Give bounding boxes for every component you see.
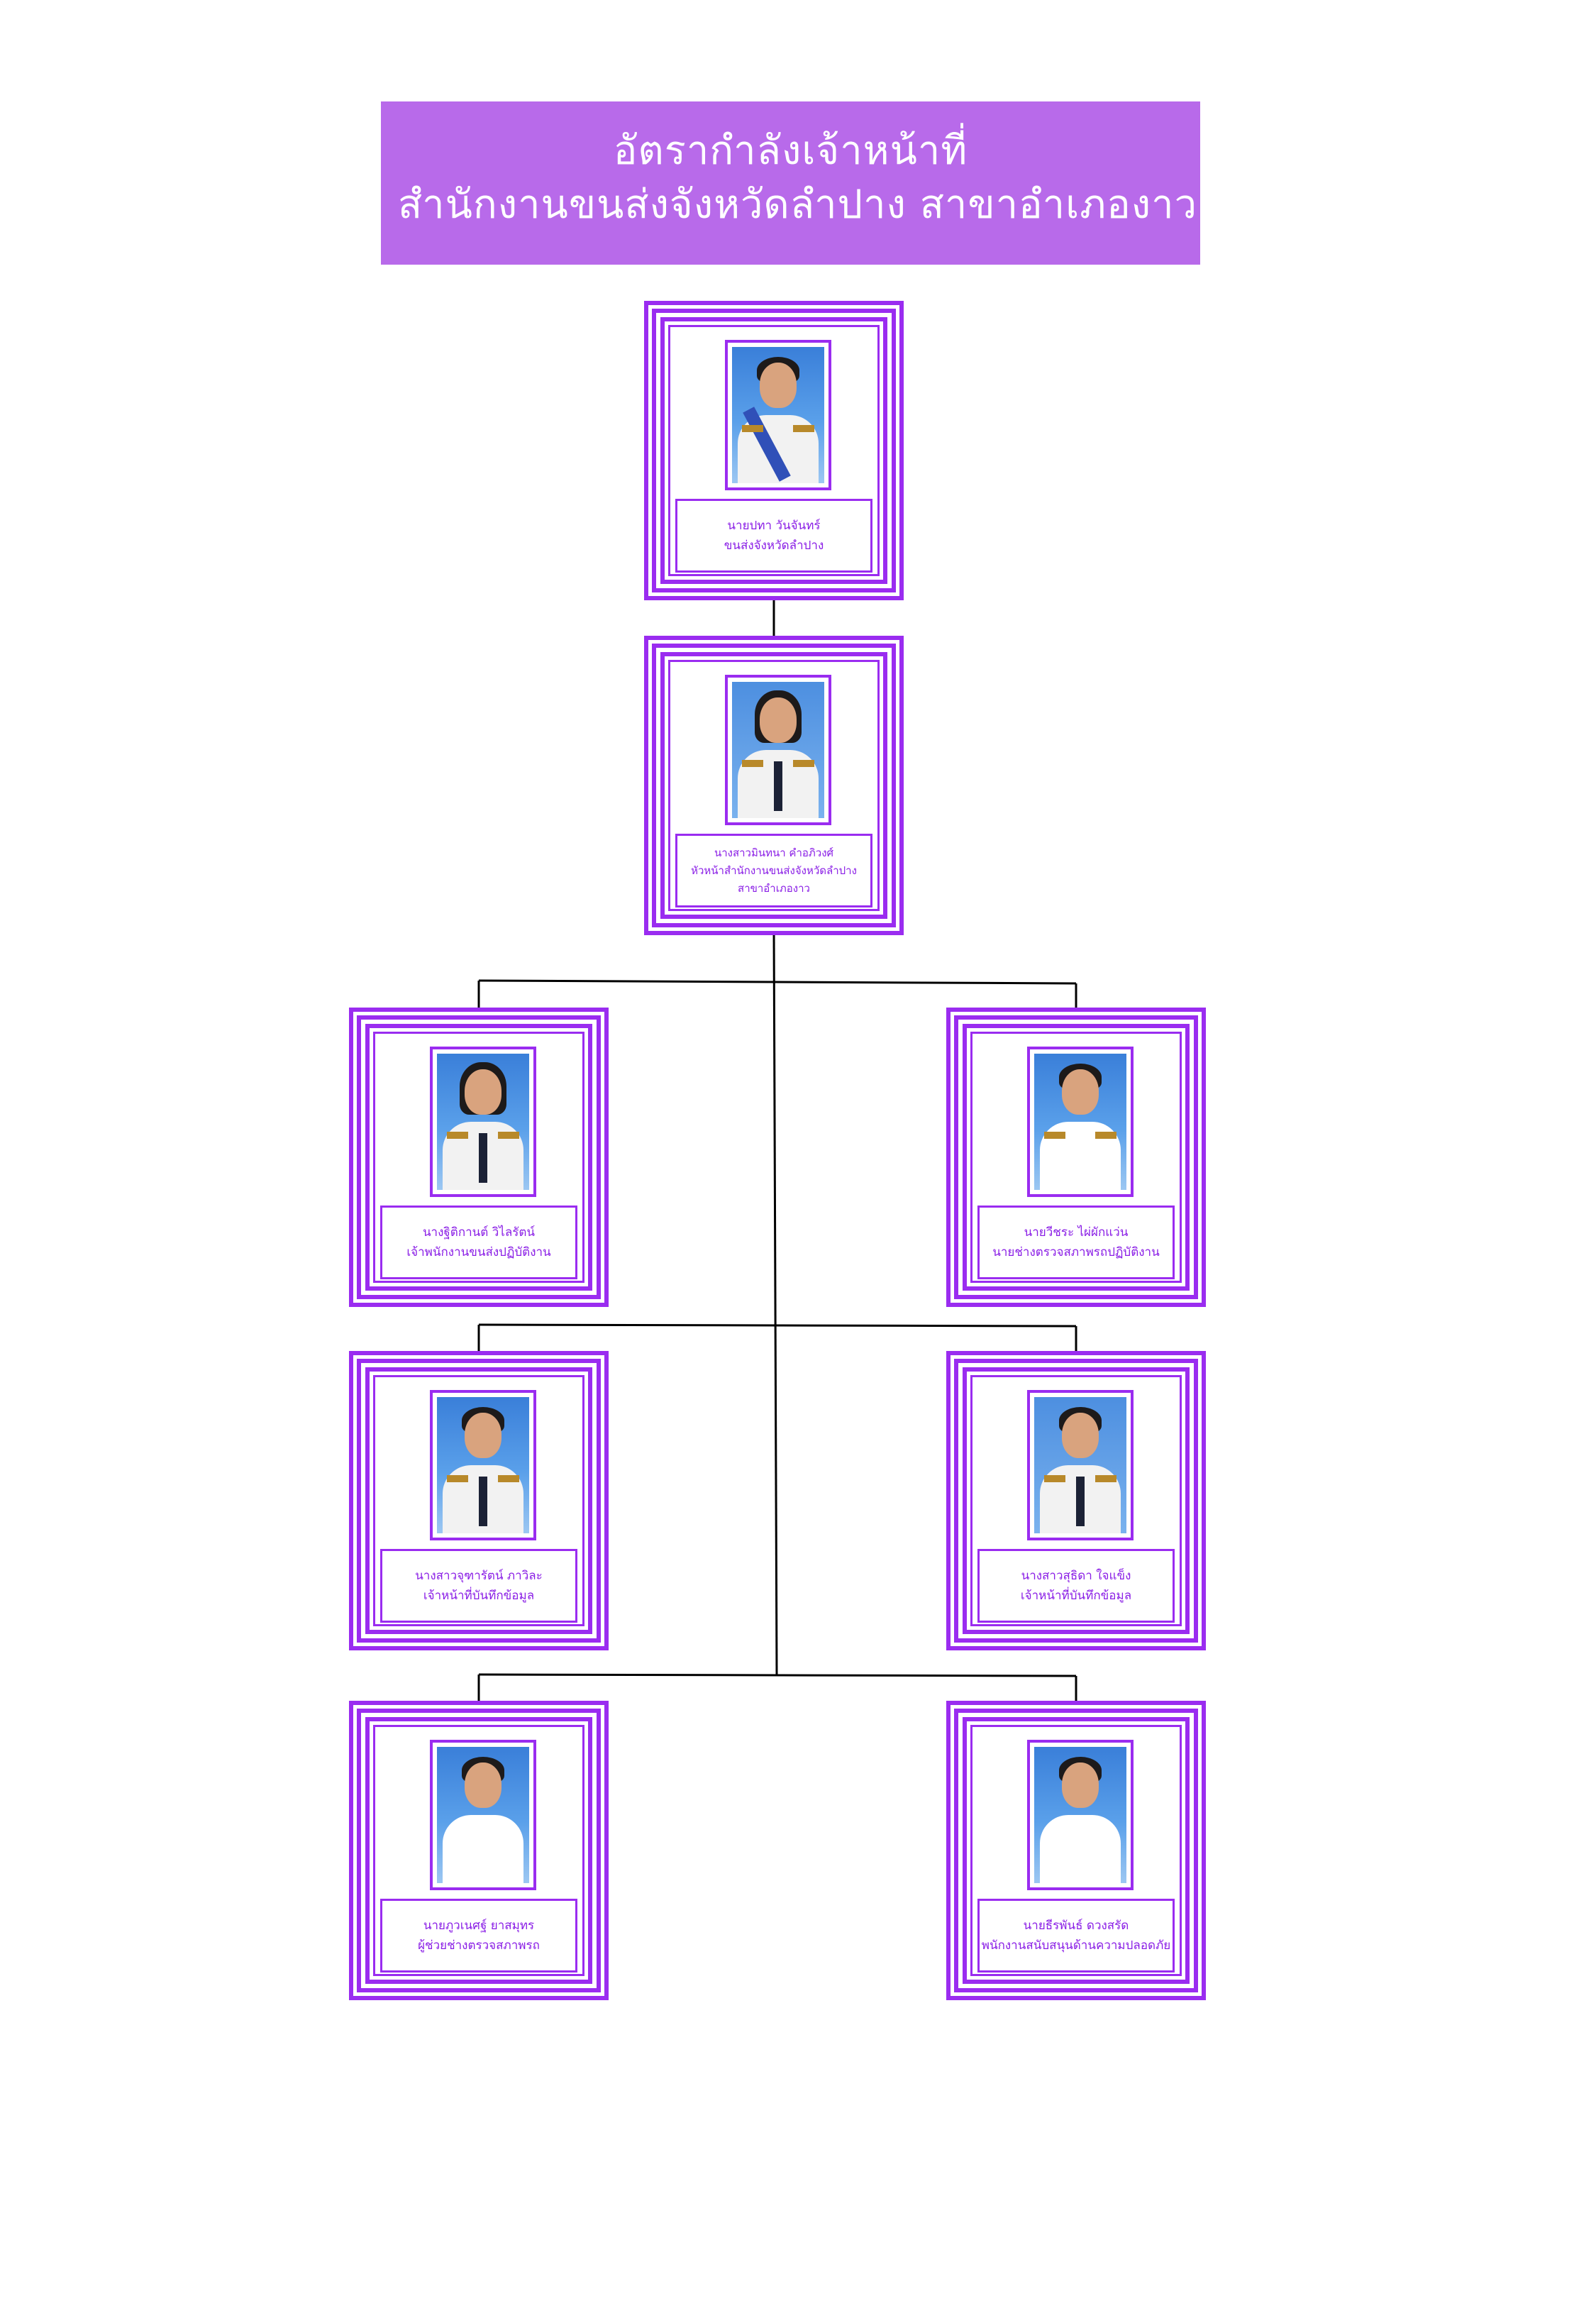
portrait-frame [1027,1740,1134,1890]
portrait-photo [437,1397,529,1533]
name-box: นางสาวมินทนา คำอภิวงศ์ หัวหน้าสำนักงานขน… [675,834,872,907]
staff-name: นางฐิติกานต์ วิไลรัตน์ [422,1225,536,1240]
staff-name: นางสาวสุธิดา ใจแข็ง [1021,1569,1131,1583]
staff-name: นายวีชระ ไผ่ผักแว่น [1024,1225,1129,1240]
name-box: นางฐิติกานต์ วิไลรัตน์ เจ้าพนักงานขนส่งป… [380,1206,577,1279]
staff-card-4: นายวีชระ ไผ่ผักแว่น นายช่างตรวจสภาพรถปฏิ… [954,1015,1198,1299]
connector-row3-bar [478,1673,1077,1677]
portrait-frame [430,1390,536,1540]
staff-position: เจ้าหน้าที่บันทึกข้อมูล [423,1589,535,1603]
portrait-frame [1027,1047,1134,1197]
staff-name: นางสาวมินทนา คำอภิวงศ์ [714,846,834,859]
staff-card-3: นางฐิติกานต์ วิไลรัตน์ เจ้าพนักงานขนส่งป… [357,1015,601,1299]
staff-name: นางสาวจุฑารัตน์ ภาวิละ [415,1569,543,1583]
staff-name: นายปทา วันจันทร์ [727,519,821,533]
portrait-photo [1034,1054,1126,1190]
staff-card-1: นายปทา วันจันทร์ ขนส่งจังหวัดลำปาง [652,309,896,592]
portrait-frame [430,1047,536,1197]
staff-card-2: นางสาวมินทนา คำอภิวงศ์ หัวหน้าสำนักงานขน… [652,644,896,927]
portrait-photo [437,1747,529,1883]
title-banner: อัตรากำลังเจ้าหน้าที่ สำนักงานขนส่งจังหว… [381,101,1200,265]
name-box: นายธีรพันธ์ ดวงสรัด พนักงานสนับสนุนด้านค… [977,1899,1175,1973]
portrait-frame [430,1740,536,1890]
connector-row2-bar [478,1323,1077,1328]
staff-position: หัวหน้าสำนักงานขนส่งจังหวัดลำปาง [691,864,857,877]
staff-card-8: นายธีรพันธ์ ดวงสรัด พนักงานสนับสนุนด้านค… [954,1709,1198,1992]
portrait-photo [1034,1397,1126,1533]
name-box: นายปทา วันจันทร์ ขนส่งจังหวัดลำปาง [675,499,872,573]
staff-name: นายธีรพันธ์ ดวงสรัด [1023,1919,1129,1933]
staff-card-5: นางสาวจุฑารัตน์ ภาวิละ เจ้าหน้าที่บันทึก… [357,1359,601,1643]
portrait-frame [725,340,831,490]
portrait-photo [732,682,824,818]
portrait-frame [725,675,831,825]
title-line-2: สำนักงานขนส่งจังหวัดลำปาง สาขาอำเภองาว [397,182,1198,228]
staff-position: เจ้าพนักงานขนส่งปฏิบัติงาน [406,1245,551,1259]
name-box: นายภูวเนศฐ์ ยาสมุทร ผู้ช่วยช่างตรวจสภาพร… [380,1899,577,1973]
connector-row1-bar [478,979,1077,985]
staff-name: นายภูวเนศฐ์ ยาสมุทร [423,1919,535,1933]
staff-position: เจ้าหน้าที่บันทึกข้อมูล [1020,1589,1132,1603]
staff-position: ผู้ช่วยช่างตรวจสภาพรถ [418,1938,540,1953]
name-box: นางสาวสุธิดา ใจแข็ง เจ้าหน้าที่บันทึกข้อ… [977,1549,1175,1623]
portrait-photo [437,1054,529,1190]
portrait-photo [1034,1747,1126,1883]
portrait-photo [732,347,824,483]
name-box: นางสาวจุฑารัตน์ ภาวิละ เจ้าหน้าที่บันทึก… [380,1549,577,1623]
staff-position: นายช่างตรวจสภาพรถปฏิบัติงาน [992,1245,1160,1259]
staff-position: ขนส่งจังหวัดลำปาง [724,539,824,553]
staff-position: พนักงานสนับสนุนด้านความปลอดภัย [981,1938,1171,1953]
title-line-1: อัตรากำลังเจ้าหน้าที่ [613,128,968,174]
staff-position-line2: สาขาอำเภองาว [738,881,810,895]
staff-card-6: นางสาวสุธิดา ใจแข็ง เจ้าหน้าที่บันทึกข้อ… [954,1359,1198,1643]
name-box: นายวีชระ ไผ่ผักแว่น นายช่างตรวจสภาพรถปฏิ… [977,1206,1175,1279]
staff-card-7: นายภูวเนศฐ์ ยาสมุทร ผู้ช่วยช่างตรวจสภาพร… [357,1709,601,1992]
portrait-frame [1027,1390,1134,1540]
connector-trunk [772,927,778,1675]
